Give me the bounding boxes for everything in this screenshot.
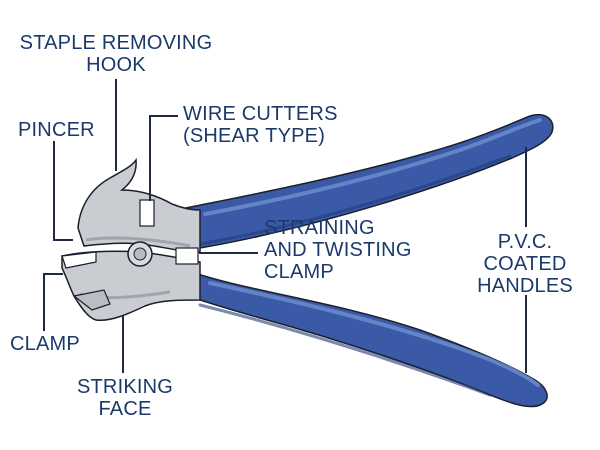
- label-wire-line-1: WIRE CUTTERS: [183, 103, 338, 125]
- label-strike-line-2: FACE: [98, 398, 152, 420]
- label-pvc-line-3: HANDLES: [477, 275, 573, 297]
- label-staple-line-1: STAPLE REMOVING: [19, 32, 213, 54]
- metal-shading: [85, 236, 191, 248]
- label-staple-line-2: HOOK: [86, 54, 146, 76]
- upper-handle-shadow: [198, 154, 512, 246]
- lower-handle-highlight: [208, 281, 540, 387]
- label-clamp-line-1: CLAMP: [10, 333, 80, 355]
- leader-wire-cutters: [149, 115, 178, 201]
- label-wire-line-2: (SHEAR TYPE): [183, 125, 326, 147]
- pivot-rivet-inner: [133, 247, 147, 261]
- label-pincer: PINCER: [18, 119, 95, 141]
- leader-clamp: [43, 273, 63, 331]
- upper-handle-highlight: [203, 118, 542, 216]
- label-pincer-line-1: PINCER: [18, 119, 95, 141]
- label-pvc-line-2: COATED: [483, 253, 567, 275]
- label-pvc-coated-handles: P.V.C. COATED HANDLES: [470, 231, 580, 297]
- leader-lines: [43, 79, 527, 373]
- pincer-notch: [61, 251, 97, 269]
- striking-face-block: [72, 289, 111, 311]
- label-strain-line-3: CLAMP: [264, 261, 334, 283]
- lower-handle-shadow: [198, 303, 492, 397]
- twisting-clamp-slot: [175, 247, 199, 265]
- label-striking-face: STRIKING FACE: [60, 376, 190, 420]
- wire-cutter-slot: [139, 199, 155, 227]
- leader-pincer: [53, 141, 73, 241]
- label-straining-and-twisting-clamp: STRAINING AND TWISTING CLAMP: [264, 217, 412, 283]
- label-strike-line-1: STRIKING: [76, 376, 174, 398]
- label-staple-removing-hook: STAPLE REMOVING HOOK: [6, 32, 226, 76]
- label-clamp: CLAMP: [10, 333, 80, 355]
- label-wire-cutters: WIRE CUTTERS (SHEAR TYPE): [183, 103, 338, 147]
- label-pvc-line-1: P.V.C.: [497, 231, 553, 253]
- label-strain-line-1: STRAINING: [264, 217, 375, 239]
- label-strain-line-2: AND TWISTING: [264, 239, 412, 261]
- lower-handle: [185, 268, 548, 408]
